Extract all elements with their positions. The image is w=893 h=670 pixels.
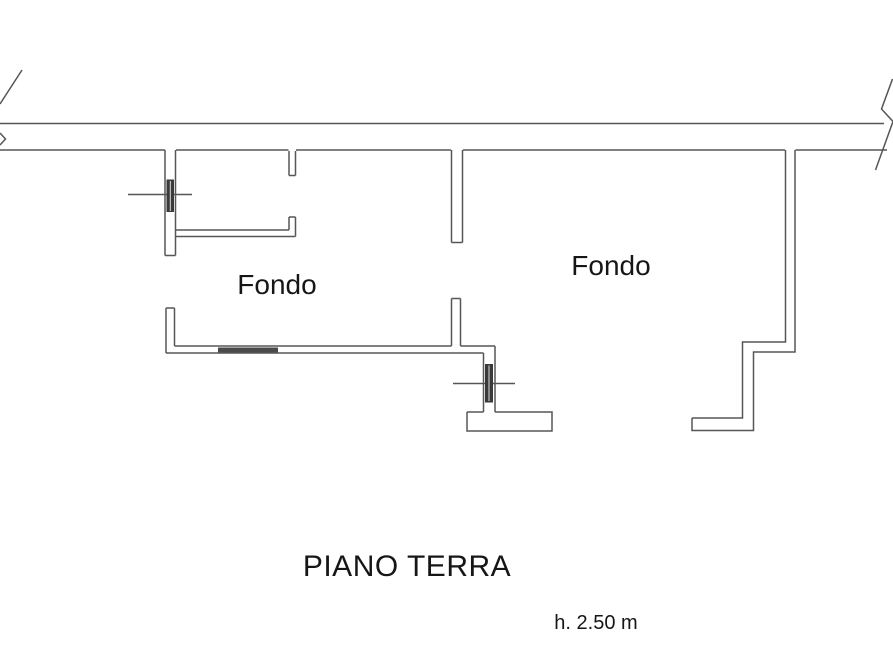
break-mark-left [0, 69, 23, 146]
middle-dividing-wall [450, 150, 464, 244]
south-window-wall [482, 346, 496, 412]
left-exterior-wall [164, 150, 177, 257]
bottom-wall [166, 345, 495, 354]
ceiling-height-note: h. 2.50 m [554, 612, 638, 634]
small-room-south-wall [176, 229, 296, 238]
room-label-fondo-right: Fondo [571, 250, 651, 281]
plan-title: PIANO TERRA [302, 550, 512, 583]
right-stepped-wall-outer [691, 150, 796, 432]
door-threshold [218, 347, 278, 353]
south-footing [466, 411, 553, 432]
bottom-door-jamb [450, 297, 462, 346]
small-room-partition [288, 151, 297, 237]
right-stepped-wall-inner [692, 150, 787, 419]
break-mark-right [874, 78, 893, 171]
bottom-left-l-wall [165, 307, 176, 353]
room-label-fondo-left: Fondo [237, 269, 317, 300]
